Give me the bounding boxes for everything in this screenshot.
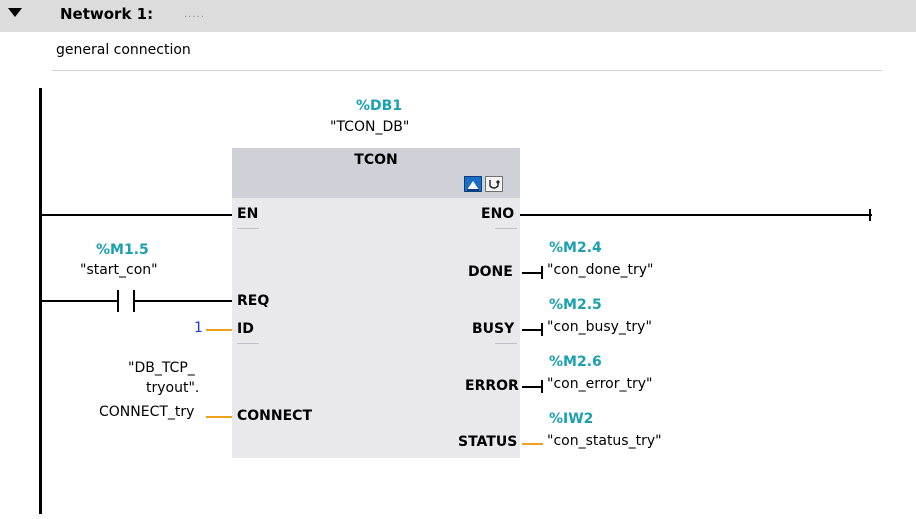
pin-req[interactable]: REQ bbox=[237, 293, 270, 309]
busy-name[interactable]: "con_busy_try" bbox=[547, 319, 652, 335]
req-wire-left[interactable] bbox=[40, 300, 118, 302]
done-wire-tick bbox=[541, 266, 543, 279]
req-wire-right[interactable] bbox=[135, 300, 232, 302]
instance-db-address[interactable]: %DB1 bbox=[356, 98, 403, 114]
pin-busy[interactable]: BUSY bbox=[472, 321, 515, 337]
rung-end-tick bbox=[869, 209, 871, 221]
call-structure-icon-glyph bbox=[467, 181, 479, 191]
id-pin-underline bbox=[237, 343, 259, 344]
network-comment-box[interactable]: general connection bbox=[52, 38, 882, 71]
diagnostics-icon[interactable] bbox=[485, 176, 503, 192]
busy-address[interactable]: %M2.5 bbox=[549, 297, 602, 313]
network-title[interactable]: Network 1: bbox=[60, 5, 154, 23]
pin-status[interactable]: STATUS bbox=[458, 434, 518, 450]
pin-done[interactable]: DONE bbox=[468, 264, 513, 280]
busy-wire[interactable] bbox=[522, 329, 543, 331]
status-name[interactable]: "con_status_try" bbox=[547, 433, 662, 449]
block-type-label: TCON bbox=[354, 152, 398, 168]
contact-left-bar[interactable] bbox=[117, 290, 119, 312]
eno-pin-underline bbox=[495, 228, 517, 229]
en-wire[interactable] bbox=[40, 214, 232, 216]
pin-connect[interactable]: CONNECT bbox=[237, 408, 312, 424]
pin-en[interactable]: EN bbox=[237, 206, 259, 222]
call-structure-icon[interactable] bbox=[464, 176, 482, 192]
pin-id[interactable]: ID bbox=[237, 321, 254, 337]
connect-param-line1[interactable]: "DB_TCP_ bbox=[128, 360, 195, 376]
done-address[interactable]: %M2.4 bbox=[549, 240, 602, 256]
connect-param-line2[interactable]: tryout". bbox=[146, 380, 200, 396]
contact-right-bar[interactable] bbox=[133, 290, 135, 312]
en-pin-underline bbox=[237, 228, 259, 229]
instance-db-name[interactable]: "TCON_DB" bbox=[330, 119, 410, 135]
eno-wire[interactable] bbox=[520, 214, 872, 216]
req-contact-name[interactable]: "start_con" bbox=[80, 262, 158, 278]
connect-wire[interactable] bbox=[206, 416, 232, 418]
error-wire[interactable] bbox=[522, 386, 543, 388]
error-address[interactable]: %M2.6 bbox=[549, 354, 602, 370]
tcon-block[interactable] bbox=[232, 148, 520, 458]
id-wire[interactable] bbox=[206, 329, 232, 331]
busy-pin-underline bbox=[495, 343, 517, 344]
error-name[interactable]: "con_error_try" bbox=[547, 376, 653, 392]
network-title-placeholder[interactable]: ..... bbox=[184, 9, 205, 20]
pin-error[interactable]: ERROR bbox=[465, 378, 519, 394]
pin-eno[interactable]: ENO bbox=[481, 206, 515, 222]
error-wire-tick bbox=[541, 380, 543, 393]
busy-wire-tick bbox=[541, 323, 543, 336]
id-value[interactable]: 1 bbox=[194, 320, 203, 336]
req-contact-address[interactable]: %M1.5 bbox=[96, 242, 149, 258]
done-name[interactable]: "con_done_try" bbox=[547, 262, 654, 278]
collapse-triangle-icon[interactable] bbox=[8, 8, 22, 17]
done-wire[interactable] bbox=[522, 272, 543, 274]
connect-param-line3[interactable]: CONNECT_try bbox=[99, 404, 195, 420]
status-wire[interactable] bbox=[522, 443, 543, 445]
network-comment: general connection bbox=[56, 42, 191, 58]
network-header bbox=[0, 0, 916, 32]
diagnostics-icon-glyph bbox=[489, 180, 500, 189]
status-address[interactable]: %IW2 bbox=[549, 411, 594, 427]
